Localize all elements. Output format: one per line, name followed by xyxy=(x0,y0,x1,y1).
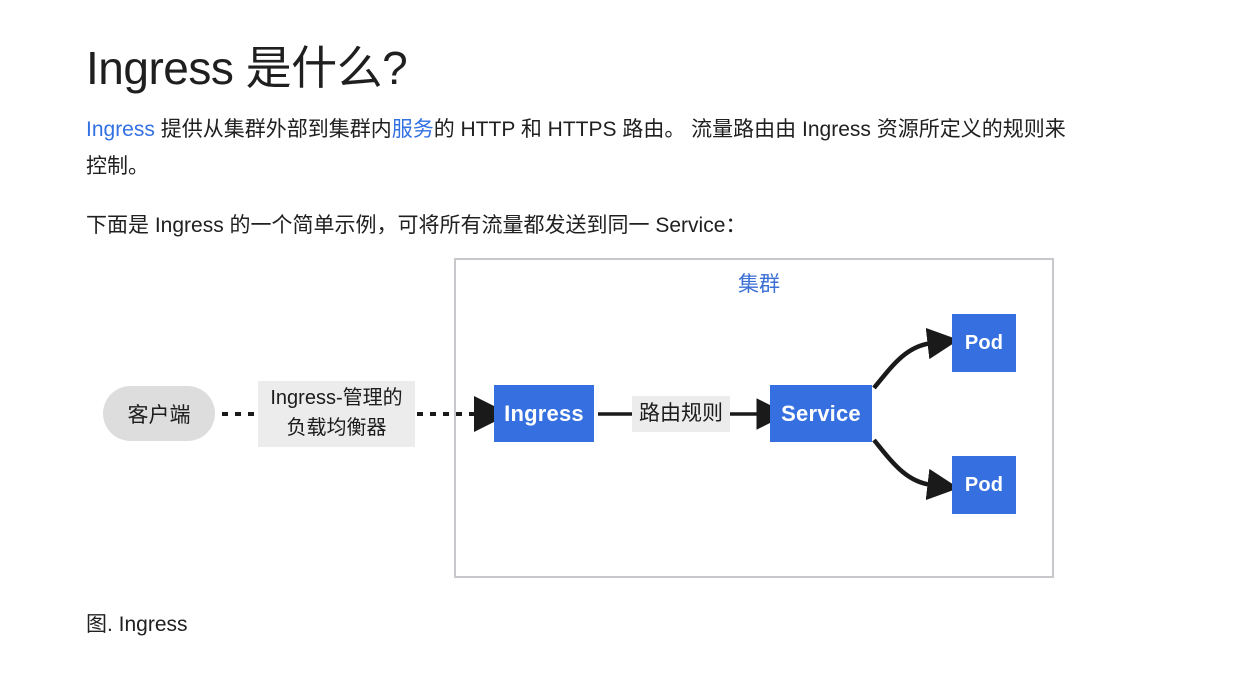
edge-service-to-pod-1 xyxy=(872,327,959,390)
cluster-label: 集群 xyxy=(738,273,780,296)
intro-text-segment-2: 的 HTTP 和 HTTPS 路由。 流量路由由 Ingress 资源所定义的规… xyxy=(86,118,1066,178)
load-balancer-label-line-1: Ingress-管理的 xyxy=(270,387,403,409)
client-node: 客户端 xyxy=(103,386,215,441)
figure-caption: 图. Ingress xyxy=(86,613,188,636)
service-node: Service xyxy=(770,385,872,442)
page-title: Ingress 是什么? xyxy=(86,41,408,94)
example-paragraph: 下面是 Ingress 的一个简单示例，可将所有流量都发送到同一 Service… xyxy=(86,214,747,237)
routing-rule-label: 路由规则 xyxy=(632,396,730,432)
load-balancer-label: Ingress-管理的 负载均衡器 xyxy=(258,381,415,447)
intro-text-segment-1: 提供从集群外部到集群内 xyxy=(154,118,392,141)
ingress-node: Ingress xyxy=(494,385,594,442)
intro-paragraph: Ingress 提供从集群外部到集群内服务的 HTTP 和 HTTPS 路由。 … xyxy=(86,111,1066,185)
ingress-diagram: 集群 xyxy=(0,248,1252,588)
pod-node-2: Pod xyxy=(952,456,1016,514)
pod-node-1: Pod xyxy=(952,314,1016,372)
ingress-link[interactable]: Ingress xyxy=(86,118,155,141)
edge-service-to-pod-2 xyxy=(872,438,959,501)
service-link[interactable]: 服务 xyxy=(391,118,434,141)
load-balancer-label-line-2: 负载均衡器 xyxy=(286,417,387,439)
